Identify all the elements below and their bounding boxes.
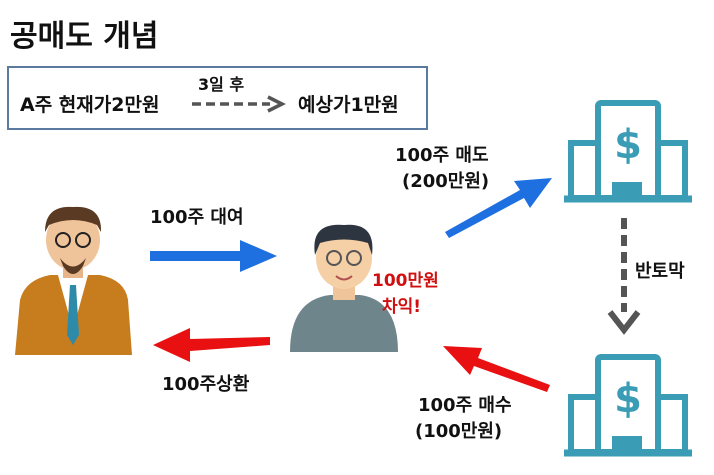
profit-amount: 100만원	[372, 271, 439, 291]
borrow-label: 100주 대여	[150, 207, 244, 228]
borrow-arrow	[150, 240, 277, 272]
price-drop-label: 반토막	[635, 261, 685, 282]
buy-label: 100주 매수	[418, 395, 512, 416]
buy-arrow	[443, 346, 550, 392]
lender-person-icon	[15, 206, 132, 355]
repay-label: 100주상환	[162, 373, 250, 395]
price-drop-arrow	[607, 218, 641, 335]
buy-amount: (100만원)	[415, 421, 502, 442]
after-days: 3일 후	[198, 75, 244, 94]
svg-text:$: $	[614, 122, 642, 168]
sell-arrow	[445, 178, 552, 238]
svg-text:$: $	[614, 376, 642, 422]
page-title: 공매도 개념	[10, 19, 158, 54]
bank-building-icon-top: $	[564, 100, 692, 203]
current-price: A주 현재가2만원	[20, 94, 159, 116]
bank-building-icon-bottom: $	[564, 354, 692, 457]
borrower-person-icon	[290, 224, 398, 352]
arrow-head-icon	[267, 95, 286, 113]
profit-label: 차익!	[382, 297, 421, 317]
repay-arrow	[153, 328, 270, 362]
sell-amount: (200만원)	[402, 171, 489, 192]
expected-price: 예상가1만원	[298, 94, 399, 116]
scenario-box: A주 현재가2만원 3일 후 예상가1만원	[7, 66, 428, 130]
sell-label: 100주 매도	[395, 145, 489, 166]
